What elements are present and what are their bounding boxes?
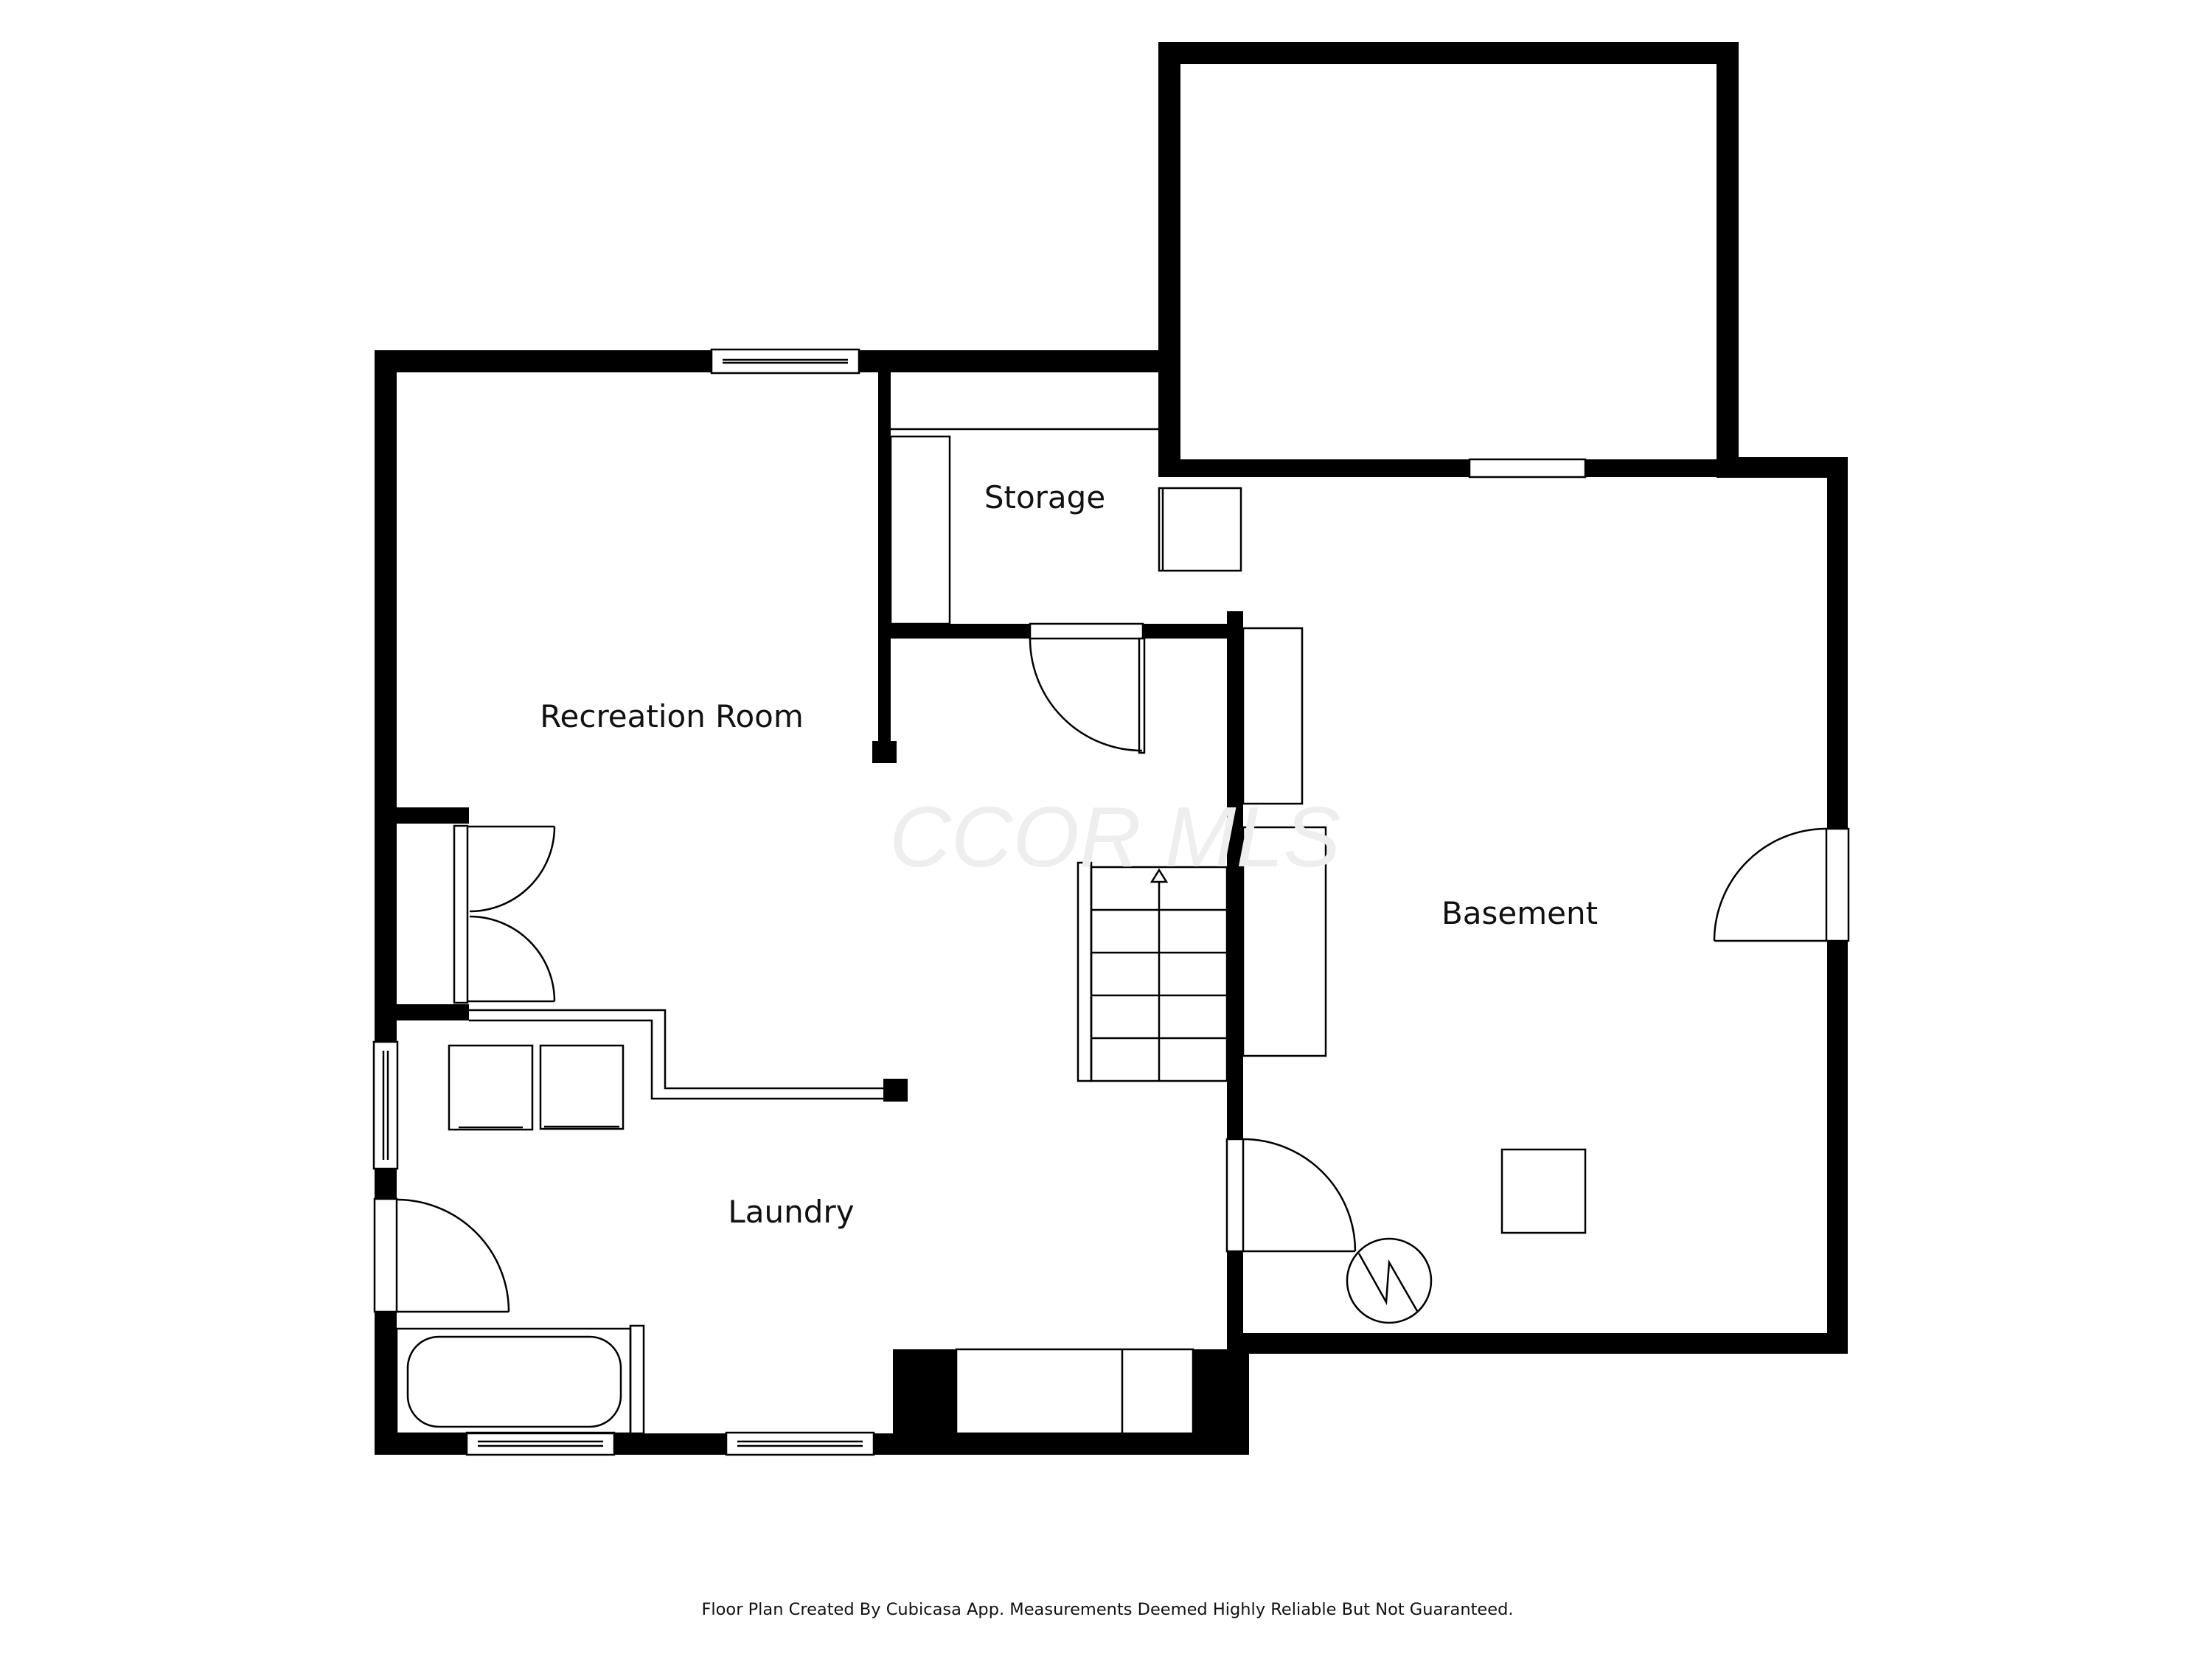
- wall-closet-bottom: [375, 1004, 469, 1020]
- window-laundry-left: [372, 1040, 399, 1170]
- door-basement-lower: [1225, 1138, 1357, 1253]
- footer-disclaimer: Floor Plan Created By Cubicasa App. Meas…: [701, 1600, 1513, 1619]
- bottom-cabinet: [955, 1348, 1194, 1435]
- walls: [375, 42, 1848, 1455]
- basement-cabinet-lower: [1242, 826, 1327, 1057]
- wall-post-laundry: [883, 1079, 908, 1102]
- wall-upper-area-bottom: [1172, 459, 1739, 477]
- door-closet-upper: [453, 824, 556, 1004]
- wall-post-rec: [872, 741, 897, 763]
- watermark: CCOR MLS: [889, 789, 1340, 885]
- wall-block-bottom-right: [1193, 1349, 1249, 1455]
- stair-arrow-icon: [1150, 868, 1169, 883]
- washer: [448, 1044, 534, 1131]
- wall-closet-top: [375, 807, 469, 824]
- windows: [372, 348, 1587, 1456]
- dryer: [539, 1044, 625, 1130]
- door-laundry-exterior: [373, 1197, 510, 1313]
- window-storage-door-head: [1029, 622, 1144, 640]
- wall-basement-top: [1717, 457, 1848, 478]
- window-upper-area: [1468, 458, 1587, 479]
- room-label-basement: Basement: [1441, 895, 1598, 931]
- water-heater-icon: [1346, 1237, 1433, 1324]
- duct-outer: [469, 1009, 883, 1090]
- wall-rec-storage: [878, 369, 891, 745]
- staircase: [1077, 861, 1228, 1082]
- wall-upper-area-left: [1158, 42, 1180, 477]
- door-basement-exterior: [1713, 827, 1850, 942]
- room-label-storage: Storage: [984, 479, 1105, 515]
- window-bottom-1: [465, 1431, 616, 1456]
- room-label-laundry: Laundry: [728, 1194, 854, 1230]
- wall-block-bottom-left: [893, 1349, 956, 1455]
- doors: [373, 637, 1850, 1313]
- basement-cabinet-upper: [1242, 627, 1304, 805]
- basement-box: [1500, 1148, 1587, 1234]
- window-rec-top: [710, 348, 860, 375]
- wall-upper-area-right: [1717, 42, 1739, 460]
- duct-inner: [469, 1019, 883, 1100]
- wall-basement-bottom: [1230, 1333, 1848, 1354]
- fixtures: [395, 428, 1587, 1435]
- storage-shelf-unit: [889, 435, 951, 625]
- door-closet-lower: [467, 915, 556, 1003]
- door-storage: [1029, 637, 1146, 754]
- window-bottom-2: [725, 1431, 875, 1456]
- wall-upper-area-top: [1158, 42, 1739, 64]
- bathtub: [395, 1324, 645, 1435]
- storage-box: [1158, 487, 1242, 572]
- room-label-recreation-room: Recreation Room: [540, 698, 804, 734]
